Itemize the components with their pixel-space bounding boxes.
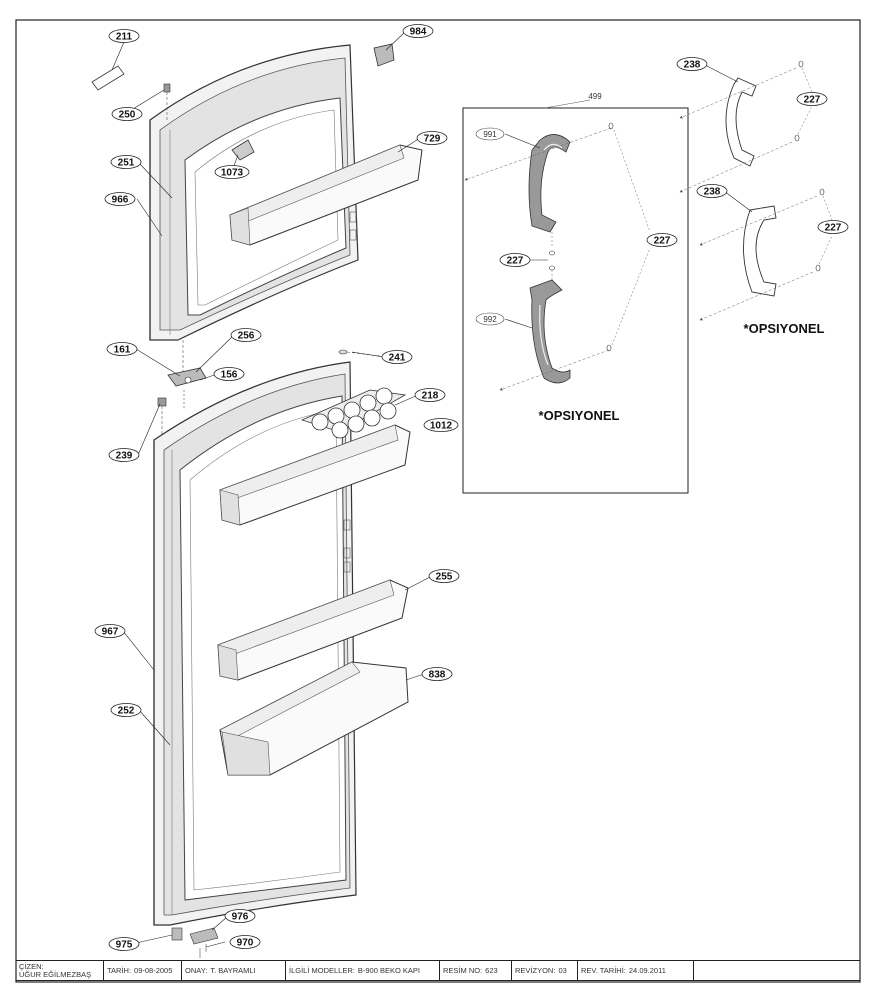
part-callout: 218 [414,388,446,402]
callout-number: 227 [654,236,671,247]
part-callout: 970 [229,935,261,949]
part-callout: 256 [230,328,262,342]
callout-number: 161 [114,345,131,356]
drawing-no-value: 623 [485,966,498,975]
callout-number: 211 [116,32,133,43]
drawing-no-cell: RESİM NO: 623 [440,961,512,980]
date-label: TARİH: [107,966,132,975]
callout-number: 976 [232,912,249,923]
callout-number: 218 [422,391,439,402]
callout-number: 250 [119,110,136,121]
part-callout: 227 [646,233,678,247]
callout-number: 256 [238,331,255,342]
callout-number: 1073 [221,168,244,179]
callout-number: 1012 [430,421,453,432]
optional-label-handle-box: *OPSIYONEL [539,408,620,423]
callout-number: 967 [102,627,119,638]
drawing-no-label: RESİM NO: [443,966,483,975]
models-label: İLGİLİ MODELLER: [289,966,355,975]
part-callout: 966 [104,192,136,206]
callout-number: 729 [424,134,441,145]
drawer-name: UĞUR EĞİLMEZBAŞ [19,969,92,979]
callout-number: 251 [118,158,135,169]
callout-number: 227 [804,95,821,106]
part-callout: 161 [106,342,138,356]
models-cell: İLGİLİ MODELLER: B-900 BEKO KAPI [286,961,440,980]
part-callout: 227 [817,220,849,234]
sheet-border [15,19,861,983]
empty-cell [694,961,860,980]
part-callout: 967 [94,624,126,638]
upper-door [91,43,423,372]
part-callout: 227 [499,253,531,267]
handle-lower-callout: 992 [475,312,505,326]
part-callout: 238 [676,57,708,71]
part-callout: 975 [108,937,140,951]
part-callout: 1012 [423,418,459,432]
callout-number: 838 [429,670,446,681]
part-callout: 156 [213,367,245,381]
part-callout: 241 [381,350,413,364]
revision-date-cell: REV. TARİHİ: 24.09.2011 [578,961,694,980]
handle-option-box [462,99,689,494]
callout-number: 252 [118,706,135,717]
part-callout: 238 [696,184,728,198]
part-callout: 729 [416,131,448,145]
part-callout: 251 [110,155,142,169]
drawer-cell: ÇİZEN: UĞUR EĞİLMEZBAŞ [16,961,104,980]
date-cell: TARİH: 09-08-2005 [104,961,182,980]
callout-number: 984 [410,27,427,38]
part-callout: 976 [224,909,256,923]
callout-number: 970 [237,938,254,949]
revision-date-value: 24.09.2011 [628,966,666,975]
revision-cell: REVİZYON: 03 [512,961,578,980]
part-callout: 1073 [214,165,250,179]
callout-number: 227 [825,223,842,234]
revision-value: 03 [558,966,567,975]
part-callout: 838 [421,667,453,681]
drawer-label: ÇİZEN: [19,961,44,971]
callout-number: 238 [684,60,701,71]
callout-number: 241 [389,353,406,364]
callout-number: 238 [704,187,721,198]
callout-number: 966 [112,195,129,206]
approval-value: T. BAYRAMLI [210,966,256,975]
box-reference-label: 499 [588,92,602,101]
approval-label: ONAY: [185,966,208,975]
title-block: ÇİZEN: UĞUR EĞİLMEZBAŞ TARİH: 09-08-2005… [16,960,860,981]
models-value: B-900 BEKO KAPI [357,966,420,975]
optional-label-right-handles: *OPSIYONEL [744,321,825,336]
right-optional-handles [679,60,833,321]
revision-label: REVİZYON: [515,966,556,975]
handle-upper-callout: 991 [475,127,505,141]
part-callout: 239 [108,448,140,462]
callout-number: 255 [436,572,453,583]
revision-date-label: REV. TARİHİ: [581,966,626,975]
middle-hinge-assembly [157,367,207,440]
lower-door [153,349,411,958]
part-callout: 984 [402,24,434,38]
callout-number: 975 [116,940,133,951]
callout-number: 227 [507,256,524,267]
part-callout: 211 [108,29,140,43]
part-callout: 227 [796,92,828,106]
date-value: 09-08-2005 [134,966,173,975]
callout-number: 239 [116,451,133,462]
part-callout: 252 [110,703,142,717]
part-callout: 250 [111,107,143,121]
callout-number: 156 [221,370,238,381]
approval-cell: ONAY: T. BAYRAMLI [182,961,286,980]
part-callout: 255 [428,569,460,583]
callout-number: 992 [483,315,497,324]
callout-number: 991 [483,130,497,139]
